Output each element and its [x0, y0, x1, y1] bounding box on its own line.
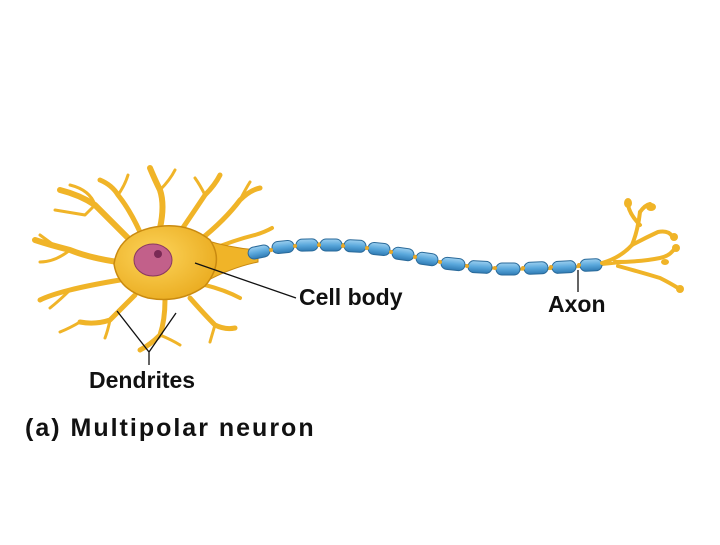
- dendrites-label: Dendrites: [89, 367, 196, 393]
- leader-lines: [116, 262, 579, 365]
- nucleus: [133, 243, 173, 277]
- cell-body-leader: [194, 262, 297, 299]
- figure-caption: (a) Multipolar neuron: [25, 414, 316, 442]
- axon-terminals: [600, 202, 680, 290]
- terminal-boutons: [624, 198, 684, 293]
- cell-body-label: Cell body: [299, 284, 403, 310]
- dendrites: [32, 165, 274, 353]
- nodes-of-ranvier: [269, 243, 581, 270]
- nucleolus: [154, 250, 162, 258]
- axon-label: Axon: [548, 291, 606, 317]
- dendrites-leader: [116, 310, 177, 365]
